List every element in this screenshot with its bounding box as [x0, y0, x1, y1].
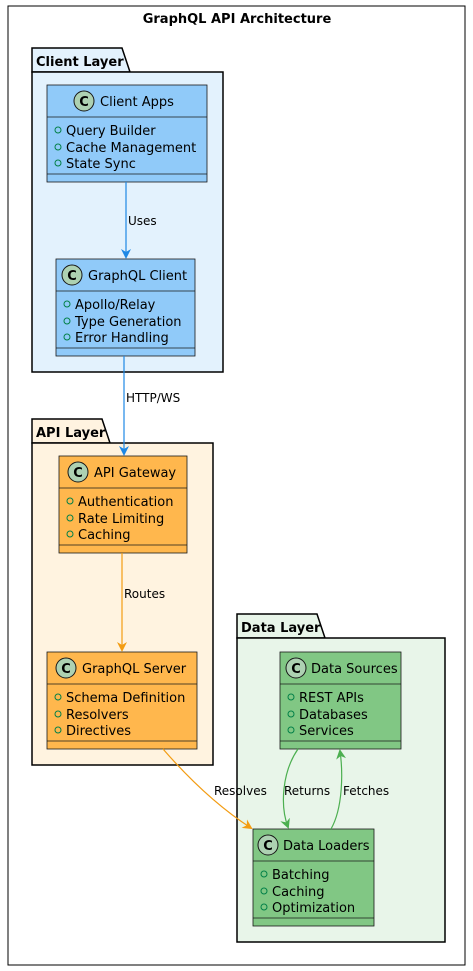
- edge-label: Resolves: [214, 784, 267, 798]
- class-field: Type Generation: [74, 315, 182, 330]
- field-bullet-icon: [287, 693, 295, 701]
- class-name: Data Loaders: [283, 839, 370, 854]
- diagram-title: GraphQL API Architecture: [143, 12, 332, 27]
- edge-label: Returns: [284, 784, 330, 798]
- class-field: Error Handling: [75, 331, 169, 346]
- package-label-client: Client Layer: [36, 55, 124, 70]
- field-bullet-icon: [260, 903, 268, 911]
- field-bullet-icon: [54, 126, 62, 134]
- edge-label: Uses: [128, 214, 157, 228]
- field-bullet-icon: [54, 693, 62, 701]
- field-bullet-icon: [54, 159, 62, 167]
- class-marker-icon: [285, 657, 307, 679]
- class-marker-letter: C: [79, 95, 89, 110]
- class-name: GraphQL Client: [88, 269, 187, 284]
- class-marker-letter: C: [73, 466, 83, 481]
- class-marker-icon: [55, 657, 77, 679]
- class-marker-letter: C: [67, 269, 77, 284]
- class-marker-icon: [73, 90, 95, 112]
- package-label-api: API Layer: [36, 426, 106, 441]
- field-bullet-icon: [287, 710, 295, 718]
- field-bullet-icon: [63, 300, 71, 308]
- edge-resolves: Resolves: [162, 748, 267, 830]
- field-bullet-icon: [260, 870, 268, 878]
- class-field: Query Builder: [66, 124, 156, 139]
- class-field: Directives: [66, 724, 131, 739]
- class-name: GraphQL Server: [82, 662, 187, 677]
- field-bullet-icon: [54, 143, 62, 151]
- class-field: Caching: [78, 528, 131, 543]
- class-marker-icon: [257, 834, 279, 856]
- field-bullet-icon: [260, 887, 268, 895]
- class-name: Data Sources: [311, 662, 398, 677]
- class-data-loaders[interactable]: C Data Loaders Batching Caching Optimiza…: [252, 828, 375, 927]
- class-data-sources[interactable]: C Data Sources REST APIs Databases Servi…: [279, 651, 402, 750]
- class-marker-icon: [67, 461, 89, 483]
- edge-routes: Routes: [117, 553, 165, 652]
- class-field: State Sync: [66, 157, 136, 172]
- class-name: API Gateway: [94, 466, 176, 481]
- field-bullet-icon: [287, 726, 295, 734]
- field-bullet-icon: [66, 530, 74, 538]
- field-bullet-icon: [66, 514, 74, 522]
- class-field: Optimization: [272, 901, 355, 916]
- edge-label: HTTP/WS: [126, 391, 180, 405]
- class-marker-letter: C: [263, 839, 273, 854]
- class-field: Schema Definition: [66, 691, 185, 706]
- class-field: Caching: [272, 885, 325, 900]
- class-marker-letter: C: [291, 662, 301, 677]
- class-field: Rate Limiting: [78, 512, 164, 527]
- field-bullet-icon: [63, 333, 71, 341]
- class-name: Client Apps: [100, 95, 174, 110]
- edge-label: Routes: [124, 587, 165, 601]
- class-field: Apollo/Relay: [75, 298, 156, 313]
- class-graphql-client[interactable]: C GraphQL Client Apollo/Relay Type Gener…: [55, 258, 196, 357]
- class-client-apps[interactable]: C Client Apps Query Builder Cache Manage…: [46, 84, 208, 183]
- edge-label: Fetches: [343, 784, 389, 798]
- class-marker-letter: C: [61, 662, 71, 677]
- class-field: Resolvers: [66, 708, 129, 723]
- class-field: REST APIs: [299, 691, 364, 706]
- class-field: Batching: [272, 868, 329, 883]
- class-field: Services: [299, 724, 354, 739]
- class-graphql-server[interactable]: C GraphQL Server Schema Definition Resol…: [46, 651, 198, 750]
- package-label-data: Data Layer: [241, 621, 321, 636]
- edge-uses: Uses: [121, 182, 157, 259]
- class-marker-icon: [61, 264, 83, 286]
- edge-http-ws: HTTP/WS: [119, 356, 180, 456]
- class-field: Cache Management: [66, 141, 196, 156]
- class-field: Databases: [299, 708, 368, 723]
- field-bullet-icon: [54, 726, 62, 734]
- edge-returns: Returns: [280, 748, 330, 829]
- class-api-gateway[interactable]: C API Gateway Authentication Rate Limiti…: [58, 455, 188, 554]
- class-field: Authentication: [78, 495, 173, 510]
- field-bullet-icon: [66, 497, 74, 505]
- field-bullet-icon: [54, 710, 62, 718]
- edge-fetches: Fetches: [330, 749, 389, 830]
- field-bullet-icon: [63, 317, 71, 325]
